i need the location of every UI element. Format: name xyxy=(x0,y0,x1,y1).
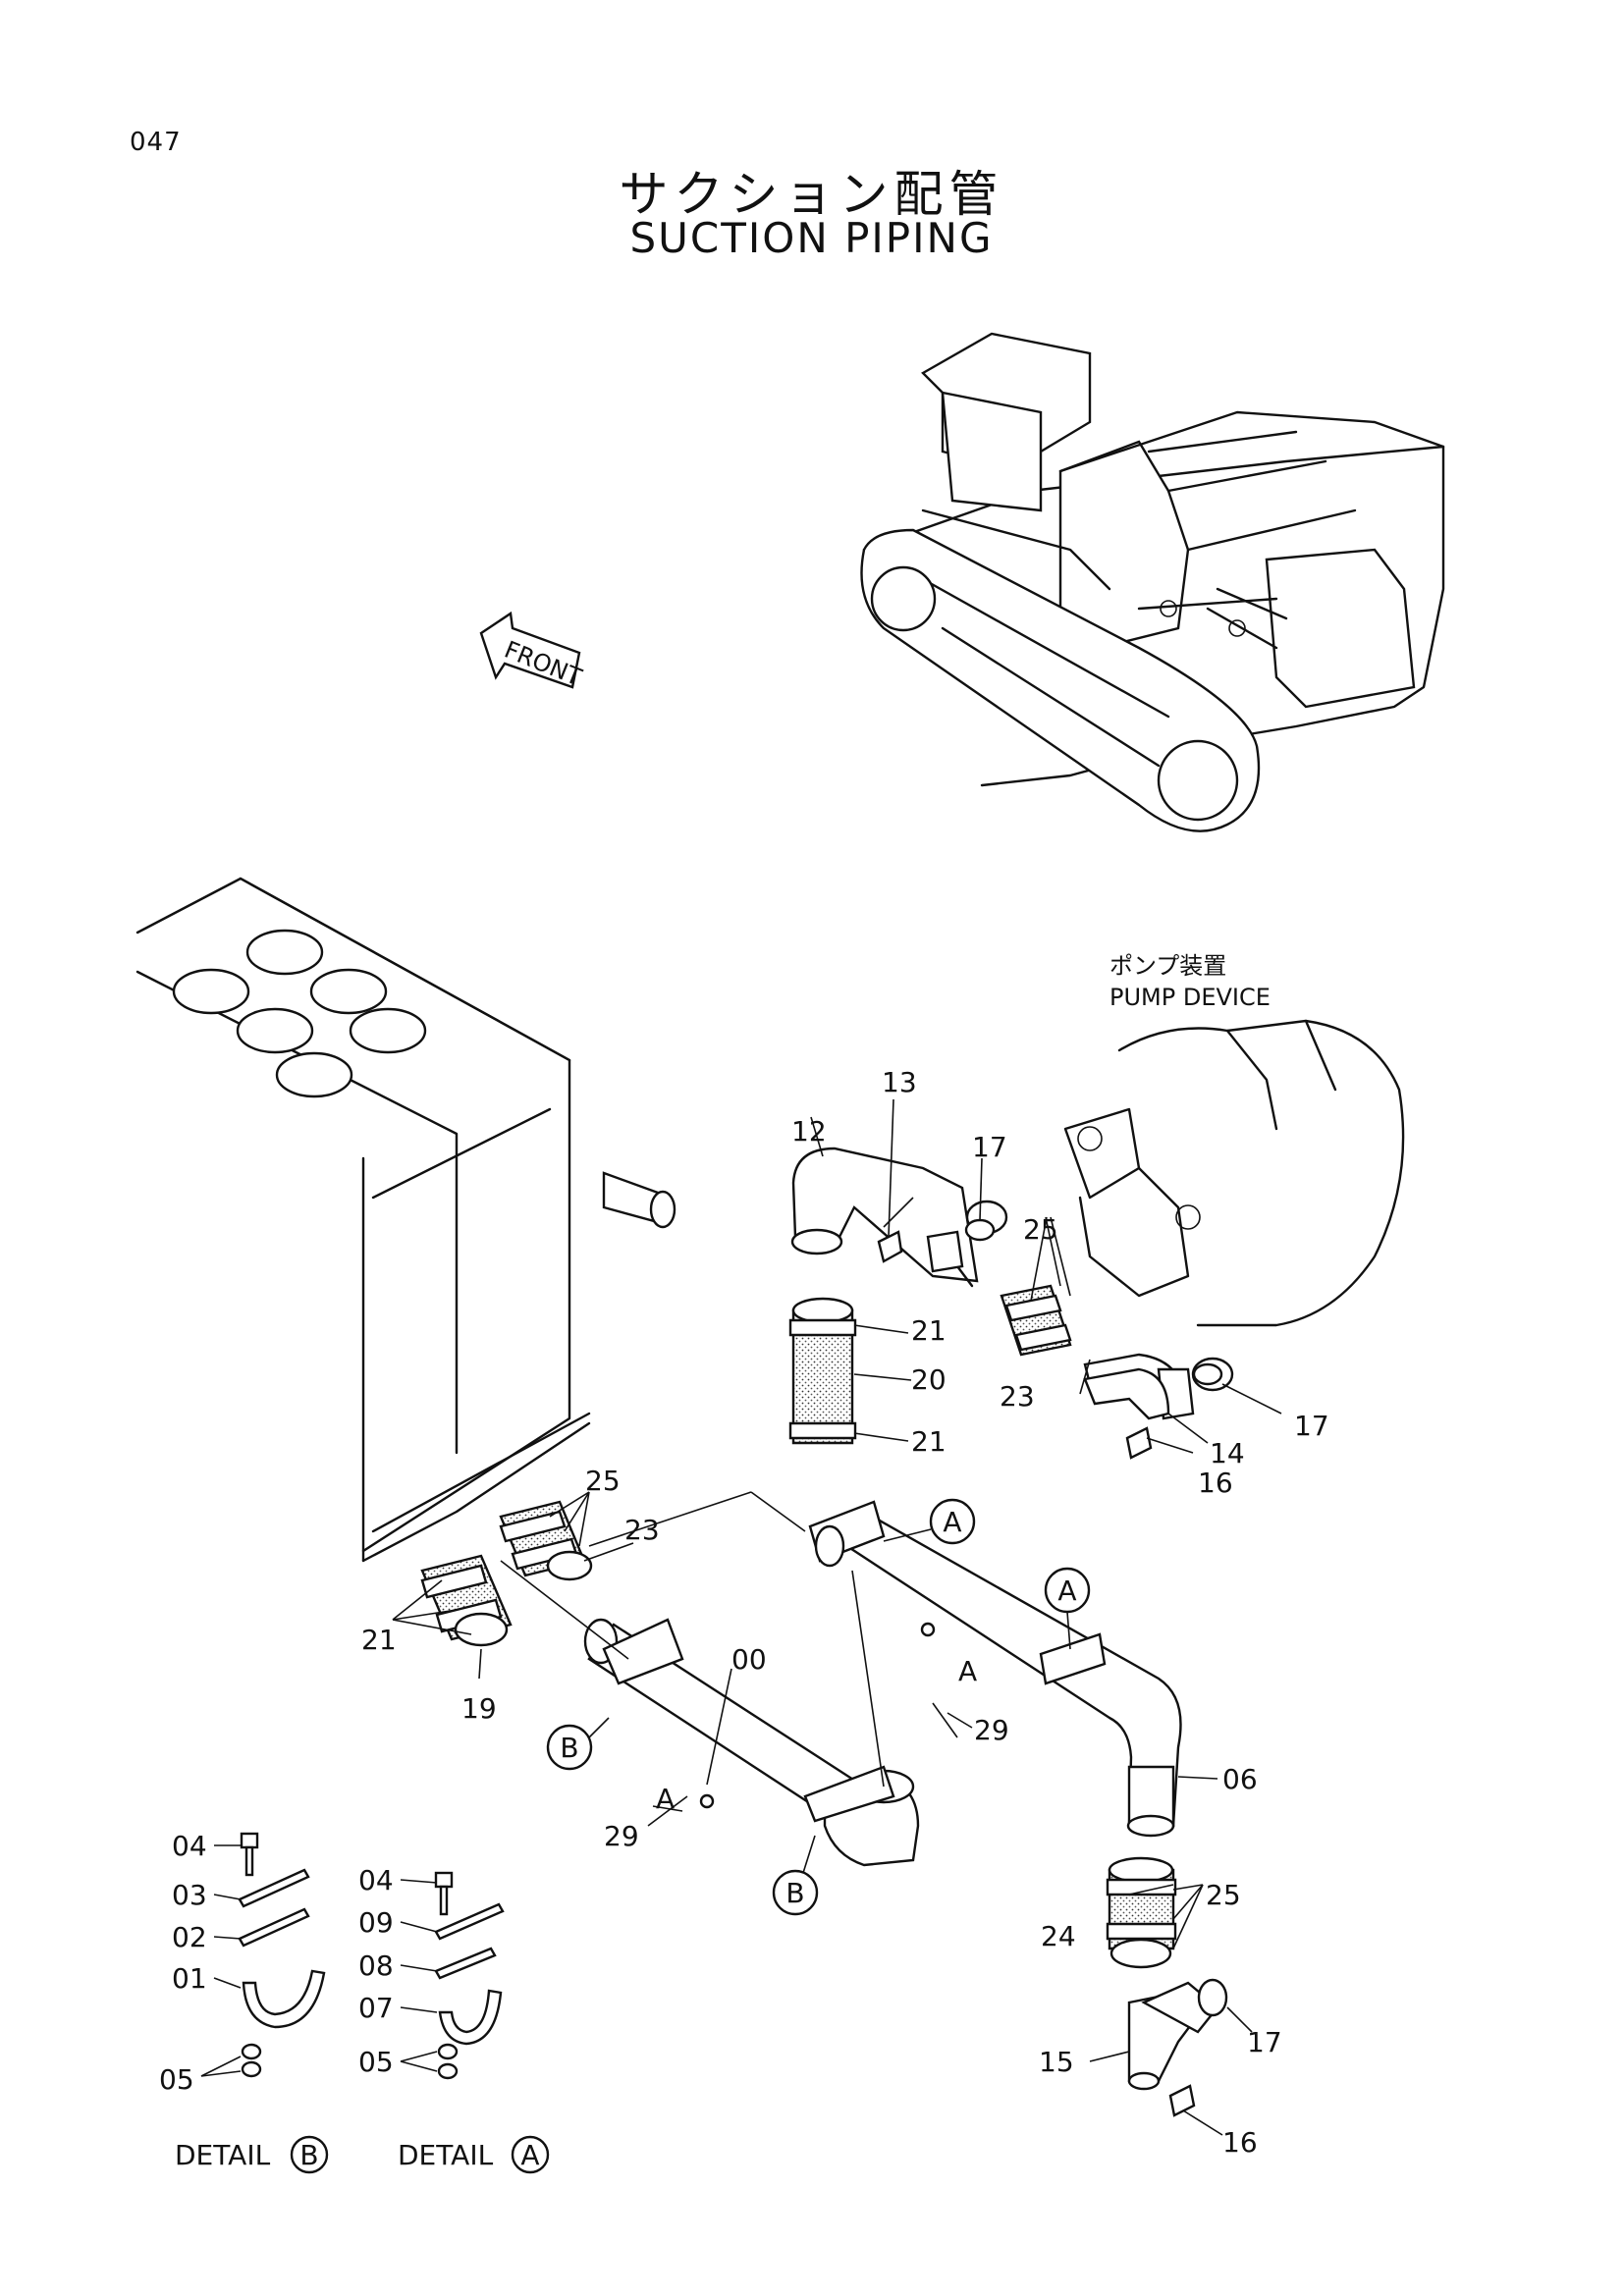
label-12: 12 xyxy=(791,1115,827,1148)
hardware xyxy=(699,1218,1228,2117)
hydraulic-tank xyxy=(135,877,676,1563)
front-arrow: FRONT xyxy=(479,611,586,691)
detail-a-letter: A xyxy=(520,2139,539,2171)
label-14: 14 xyxy=(1210,1437,1245,1469)
label-25-middle: 25 xyxy=(585,1465,621,1497)
label-25-upper: 25 xyxy=(1023,1213,1058,1246)
callout-a-4-label: A xyxy=(656,1783,675,1815)
label-07: 07 xyxy=(358,1992,394,2024)
page-number: 047 xyxy=(130,128,182,157)
pump-device-label-jp: ポンプ装置 xyxy=(1109,952,1226,980)
detail-a: 04 09 08 07 05 DETAIL A xyxy=(358,1864,550,2174)
pipe-06 xyxy=(808,1500,1182,1838)
label-13: 13 xyxy=(882,1066,917,1098)
title-japanese: サクション配管 xyxy=(619,166,1004,223)
hose-20 xyxy=(788,1297,857,1445)
callout-b-2: B xyxy=(772,1835,819,1916)
label-24: 24 xyxy=(1041,1920,1076,1952)
pipe-00 xyxy=(583,1618,920,1867)
label-16-lower: 16 xyxy=(1222,2126,1258,2159)
detail-a-caption: DETAIL xyxy=(398,2139,494,2171)
detail-b: 04 03 02 01 05 DETAIL B xyxy=(159,1830,329,2174)
label-17-middle: 17 xyxy=(1294,1410,1329,1442)
label-00: 00 xyxy=(731,1643,767,1676)
label-03: 03 xyxy=(172,1879,207,1911)
callout-a-3-label: A xyxy=(958,1655,977,1687)
detail-b-letter: B xyxy=(299,2139,318,2171)
label-08: 08 xyxy=(358,1949,394,1982)
callout-b-2-label: B xyxy=(785,1877,804,1909)
label-04-detail-b: 04 xyxy=(172,1830,207,1862)
label-01: 01 xyxy=(172,1962,207,1995)
label-29-right: 29 xyxy=(974,1714,1009,1746)
label-02: 02 xyxy=(172,1921,207,1953)
part-labels: 13 12 17 25 21 20 21 23 17 14 16 25 23 2… xyxy=(361,1066,1329,2159)
label-17-upper: 17 xyxy=(972,1131,1007,1163)
elbow-14 xyxy=(1083,1367,1170,1420)
leader-lines xyxy=(392,1098,1282,2136)
pump-device-label-en: PUMP DEVICE xyxy=(1109,984,1271,1011)
label-06: 06 xyxy=(1222,1763,1258,1795)
label-25-lower: 25 xyxy=(1206,1879,1241,1911)
label-21-upper: 21 xyxy=(911,1314,947,1347)
hose-group-middle xyxy=(499,1500,593,1581)
title-english: SUCTION PIPING xyxy=(629,214,994,262)
excavator-overview xyxy=(860,332,1445,832)
callout-b-1: B xyxy=(546,1717,610,1771)
callout-a-2: A xyxy=(1044,1567,1091,1650)
label-19: 19 xyxy=(461,1692,497,1725)
label-04-detail-a: 04 xyxy=(358,1864,394,1896)
label-17-lower: 17 xyxy=(1247,2026,1282,2058)
label-29-left: 29 xyxy=(604,1820,639,1852)
label-05-detail-b: 05 xyxy=(159,2063,194,2096)
callout-a-1: A xyxy=(883,1498,976,1545)
label-21-middle: 21 xyxy=(911,1425,947,1458)
pipe-12 xyxy=(790,1147,979,1288)
label-05-detail-a: 05 xyxy=(358,2046,394,2078)
hose-19 xyxy=(420,1554,513,1647)
label-23-upper: 23 xyxy=(1000,1380,1035,1413)
label-21-lower: 21 xyxy=(361,1624,397,1656)
label-09: 09 xyxy=(358,1906,394,1939)
label-16-upper: 16 xyxy=(1198,1467,1233,1499)
pump-device: ポンプ装置 PUMP DEVICE xyxy=(1063,952,1405,1327)
label-15: 15 xyxy=(1039,2046,1074,2078)
callout-b-1-label: B xyxy=(560,1732,578,1764)
label-20: 20 xyxy=(911,1363,947,1396)
label-23-middle: 23 xyxy=(624,1514,660,1546)
callout-a-1-label: A xyxy=(943,1506,961,1538)
detail-b-caption: DETAIL xyxy=(175,2139,271,2171)
callout-a-2-label: A xyxy=(1057,1575,1076,1607)
hose-24 xyxy=(1106,1856,1177,1969)
